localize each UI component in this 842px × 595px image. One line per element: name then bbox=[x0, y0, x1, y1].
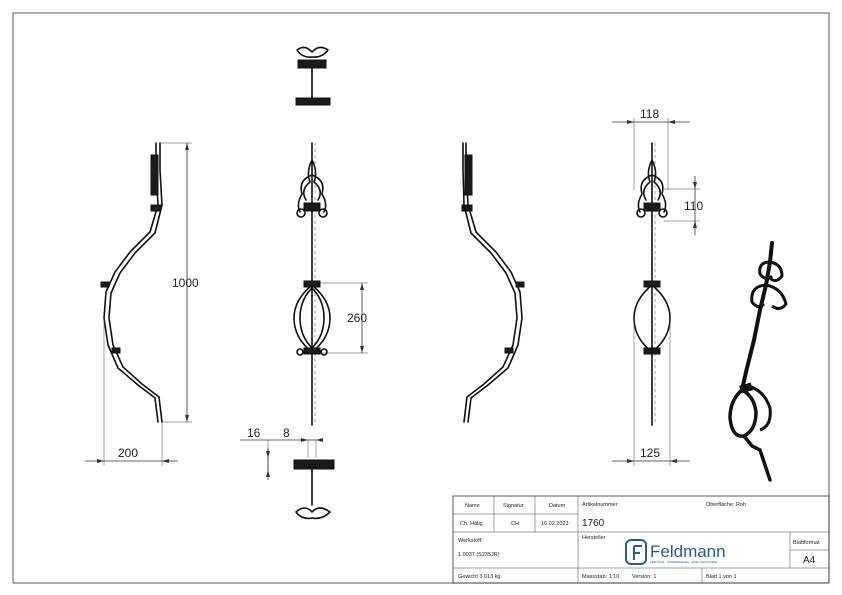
sheet-format-value: A4 bbox=[803, 555, 816, 566]
material-label: Werkstoff: bbox=[458, 538, 483, 544]
date-value: 16.02.2023 bbox=[541, 521, 569, 527]
dim-top-height: 110 bbox=[684, 199, 703, 213]
bottom-section-detail bbox=[293, 459, 335, 520]
front-view-center: 260 16 8 bbox=[240, 46, 368, 520]
dim-section-a: 16 bbox=[247, 426, 261, 440]
signature-value: CH bbox=[511, 521, 519, 527]
col-date-label: Datum bbox=[549, 503, 566, 509]
dim-section-b: 8 bbox=[283, 426, 290, 440]
article-label: Artikelnummer bbox=[582, 502, 618, 508]
brand-name: Feldmann bbox=[650, 542, 726, 561]
dim-bottom-width: 125 bbox=[640, 446, 660, 460]
version-label: Version: 1 bbox=[632, 574, 656, 580]
brand-subtitle: EDELSTAHL · SCHMIEDEEISEN · HANDLAUFSYST… bbox=[650, 560, 718, 564]
weight-label: Gewicht 3.013 kg bbox=[458, 574, 501, 580]
isometric-view bbox=[728, 241, 788, 482]
manufacturer-label: Hersteller bbox=[582, 535, 606, 541]
side-view-right bbox=[461, 142, 525, 423]
dim-top-width: 118 bbox=[640, 107, 659, 121]
title-block: Name Signatur Datum Ch. Hälig CH 16.02.2… bbox=[452, 495, 830, 584]
scale-label: Massstab: 1:10 bbox=[582, 574, 619, 580]
top-section-detail bbox=[295, 46, 331, 106]
col-name-label: Name bbox=[465, 503, 480, 509]
dim-side-width: 200 bbox=[118, 446, 138, 460]
surface-label: Oberfläche: Roh bbox=[706, 502, 746, 508]
side-view-left: 1000 200 bbox=[85, 142, 199, 466]
drawing-frame bbox=[12, 12, 830, 584]
article-value: 1760 bbox=[582, 518, 605, 529]
dim-side-height: 1000 bbox=[172, 276, 199, 290]
feldmann-logo: Feldmann EDELSTAHL · SCHMIEDEEISEN · HAN… bbox=[625, 539, 726, 565]
dim-ring-height: 260 bbox=[347, 311, 367, 325]
sheet-format-label: Blattformat bbox=[793, 540, 820, 546]
sheet-label: Blatt 1 von 1 bbox=[706, 574, 737, 580]
front-view-right: 118 110 125 bbox=[612, 107, 703, 466]
name-value: Ch. Hälig bbox=[460, 521, 483, 527]
material-value: 1.0037 (S235JR) bbox=[458, 552, 500, 558]
col-signature-label: Signatur bbox=[503, 503, 524, 509]
